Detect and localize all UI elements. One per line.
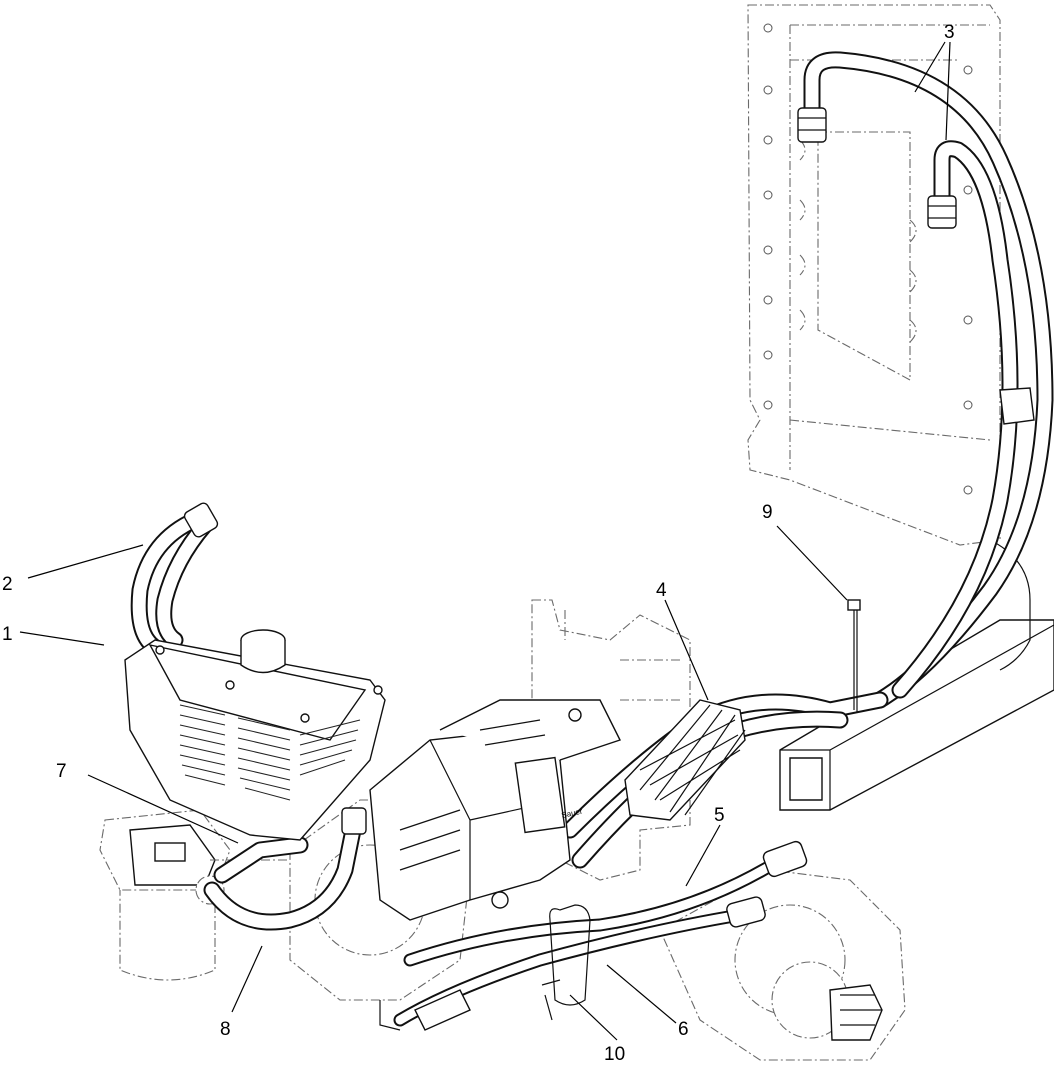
callout-3: 3 [944, 22, 955, 43]
callout-10: 10 [604, 1044, 625, 1065]
callout-5: 5 [714, 805, 725, 826]
callout-9: 9 [762, 502, 773, 523]
pump-decal: Sauer [561, 807, 584, 820]
hose-3-pair [797, 51, 1054, 709]
mounting-plate-ghost [747, 4, 1001, 546]
reservoir-fins [179, 704, 361, 801]
hose-7 [213, 836, 309, 884]
cable-tie-10 [541, 904, 591, 1021]
callout-8: 8 [220, 1019, 231, 1040]
callout-1: 1 [2, 624, 13, 645]
hose-8 [203, 807, 367, 931]
hydrostatic-pump [369, 699, 621, 921]
callout-2: 2 [2, 574, 13, 595]
frame-tube [779, 539, 1054, 811]
callout-7: 7 [56, 761, 67, 782]
cable-tie-9 [847, 599, 861, 712]
callout-6: 6 [678, 1019, 689, 1040]
callout-4: 4 [656, 580, 667, 601]
hose-5-6-pair [379, 840, 808, 1031]
hose-4-bundle [561, 691, 889, 869]
hoses-1-2 [130, 502, 219, 659]
callout-labels: 1 2 3 4 5 6 7 8 9 10 [2, 22, 955, 1065]
leader-lines [19, 41, 951, 1041]
hydraulic-reservoir [124, 629, 386, 841]
